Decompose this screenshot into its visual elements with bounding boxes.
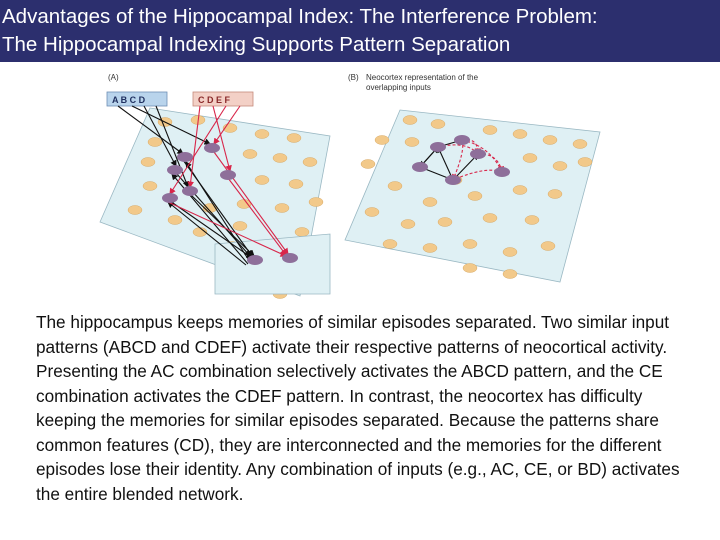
cortical-unit — [140, 157, 156, 167]
connection-arrow — [212, 105, 232, 173]
connection-arrow — [169, 105, 227, 195]
connection-arrow — [213, 151, 289, 255]
cortical-unit — [462, 239, 478, 249]
cortical-units-b — [360, 115, 593, 279]
cortical-unit — [524, 215, 540, 225]
cortical-unit — [512, 185, 528, 195]
cortical-unit — [422, 197, 438, 207]
cortical-unit — [542, 135, 558, 145]
hippocampal-index-cdef — [282, 253, 298, 263]
node-b — [204, 143, 220, 153]
cortical-unit — [522, 153, 538, 163]
connection-arrow — [460, 137, 503, 173]
cortical-unit — [308, 197, 324, 207]
title-bar: Advantages of the Hippocampal Index: The… — [0, 0, 720, 62]
cortical-unit — [167, 215, 183, 225]
cortical-unit — [437, 217, 453, 227]
connection-arrow — [167, 201, 247, 266]
cortical-unit — [274, 203, 290, 213]
cortical-unit — [272, 153, 288, 163]
cortical-unit — [288, 179, 304, 189]
cortical-unit — [374, 135, 390, 145]
cortical-unit — [364, 207, 380, 217]
cortical-unit — [502, 269, 518, 279]
node-f — [220, 170, 236, 180]
connection-arrow — [189, 193, 255, 257]
input-label-abcd: A B C D — [112, 95, 146, 105]
panel-a: (A) A B C D C D E F — [99, 73, 331, 299]
cortical-unit — [147, 137, 163, 147]
node-b-4 — [412, 162, 428, 172]
cortical-unit — [254, 175, 270, 185]
panel-b-caption-line-2: overlapping inputs — [366, 83, 431, 92]
node-b-5 — [445, 175, 461, 185]
cortical-unit — [254, 129, 270, 139]
cortical-unit — [422, 243, 438, 253]
connection-arrow — [437, 145, 454, 181]
cortical-unit — [540, 241, 556, 251]
connection-arrow — [187, 105, 201, 189]
connection-arrow — [167, 201, 288, 257]
input-box-abcd — [106, 91, 168, 107]
connection-arrow — [227, 177, 287, 256]
cortical-unit — [430, 119, 446, 129]
cortical-unit — [402, 115, 418, 125]
cortical-unit — [127, 205, 143, 215]
slide-title-line-2: The Hippocampal Indexing Supports Patter… — [2, 33, 511, 56]
figure: (A) A B C D C D E F (B) Neocortex repres… — [0, 62, 720, 302]
cortical-unit — [482, 125, 498, 135]
cortical-unit — [467, 191, 483, 201]
connection-arrow — [185, 161, 251, 263]
cortical-unit — [404, 137, 420, 147]
cortical-unit — [482, 213, 498, 223]
hippocampus-sheet — [214, 233, 331, 295]
panel-b-caption-line-1: Neocortex representation of the — [366, 73, 479, 82]
node-b-2 — [454, 135, 470, 145]
cortical-unit — [360, 159, 376, 169]
cortical-unit — [142, 181, 158, 191]
cortical-unit — [400, 219, 416, 229]
cortical-unit — [232, 221, 248, 231]
panel-a-label: (A) — [108, 73, 119, 82]
cortical-unit — [577, 157, 593, 167]
cortical-unit — [286, 133, 302, 143]
connection-arrow — [131, 105, 211, 145]
cortical-unit — [382, 239, 398, 249]
cortical-unit — [462, 263, 478, 273]
cortical-unit — [302, 157, 318, 167]
connection-arrow — [213, 105, 241, 145]
panel-b: (B) Neocortex representation of the over… — [344, 73, 601, 283]
node-b-6 — [494, 167, 510, 177]
slide-title-line-1: Advantages of the Hippocampal Index: The… — [2, 5, 598, 28]
cortical-unit — [294, 227, 310, 237]
connection-arrow — [169, 200, 253, 259]
input-box-cdef — [192, 91, 254, 107]
node-b-3 — [470, 149, 486, 159]
cortical-unit — [502, 247, 518, 257]
hippocampal-index-abcd — [247, 255, 263, 265]
node-e — [162, 193, 178, 203]
connection-arrow — [143, 105, 177, 167]
node-a — [177, 152, 193, 162]
node-c — [167, 165, 183, 175]
hippocampal-index-diagram: (A) A B C D C D E F (B) Neocortex repres… — [99, 73, 601, 299]
cortical-unit — [547, 189, 563, 199]
body-text: The hippocampus keeps memories of simila… — [36, 312, 680, 504]
cortical-unit — [572, 139, 588, 149]
connections-a — [117, 105, 289, 266]
panel-b-label: (B) — [348, 73, 359, 82]
node-d — [182, 186, 198, 196]
cortical-unit — [387, 181, 403, 191]
input-label-cdef: C D E F — [198, 95, 231, 105]
node-b-1 — [430, 142, 446, 152]
cortical-unit — [512, 129, 528, 139]
cortical-unit — [552, 161, 568, 171]
cortical-unit — [242, 149, 258, 159]
